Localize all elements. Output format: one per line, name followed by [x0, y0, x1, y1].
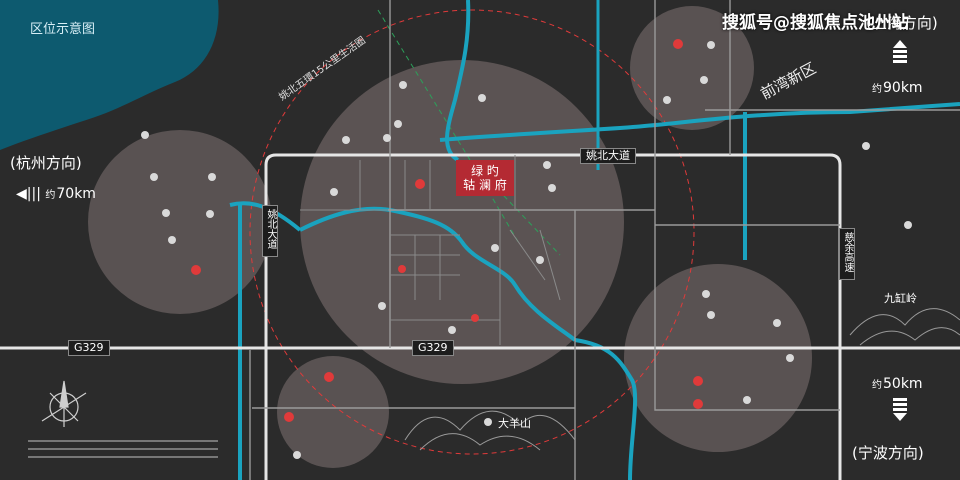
panel-title: 区位示意图 — [30, 22, 96, 37]
hangzhou-direction: (杭州方向) — [10, 154, 82, 172]
ningbo-dist-value: 50km — [883, 376, 923, 392]
shanghai-distance: 约90km — [872, 80, 923, 96]
watermark: 搜狐号@搜狐焦点池州站 — [722, 13, 909, 33]
star-pois — [191, 39, 703, 422]
road-label-g329-left: G329 — [68, 340, 110, 356]
mountain-jiuhongling — [849, 308, 960, 346]
label-dayangshan: 大羊山 — [498, 417, 531, 430]
ningbo-direction: (宁波方向) — [852, 444, 924, 462]
road-label-yaobei-horizontal: 姚北大道 — [580, 148, 636, 164]
hangzhou-dist-prefix: 约 — [45, 190, 56, 201]
shanghai-dist-value: 90km — [883, 80, 923, 96]
green-dash-2 — [469, 159, 521, 246]
circle-northeast — [630, 6, 754, 130]
ring-15km — [249, 9, 695, 455]
circle-southeast — [624, 264, 812, 452]
road-label-cixi-expressway: 慈余高速 — [839, 228, 855, 280]
river-north — [445, 0, 471, 162]
hangzhou-distance: ◀||| 约70km — [16, 186, 96, 202]
road-label-yaobei-vertical: 姚北大道 — [262, 205, 278, 257]
ningbo-dist-prefix: 约 — [872, 380, 882, 391]
project-name-line-1: 绿 旳 — [471, 164, 499, 178]
river-mid — [299, 206, 577, 342]
up-arrow-icon — [893, 40, 907, 65]
road-label-g329-center: G329 — [412, 340, 454, 356]
town-grid — [300, 155, 561, 345]
disclaimer-lines — [28, 440, 218, 458]
lake — [0, 0, 219, 150]
river-left — [229, 201, 302, 232]
mountain-dayangshan — [404, 410, 576, 451]
left-arrow-icon: ◀||| — [16, 186, 46, 202]
major-roads — [0, 153, 960, 480]
shanghai-direction: (上海方向) — [866, 14, 938, 32]
hangzhou-dist-value: 70km — [56, 186, 96, 202]
road-label-yaobei-vertical-text: 姚北大道 — [265, 209, 276, 249]
compass-icon — [41, 380, 87, 427]
shanghai-dist-prefix: 约 — [872, 84, 882, 95]
circle-southwest — [277, 356, 389, 468]
down-arrow-icon — [893, 398, 907, 423]
ningbo-distance: 约50km — [872, 376, 923, 392]
project-badge: 绿 旳 轱 澜 府 — [456, 160, 514, 196]
river-east — [439, 102, 960, 142]
road-label-cixi-text: 慈余高速 — [842, 232, 853, 272]
poi-dots — [141, 41, 912, 459]
minor-roads — [249, 0, 960, 480]
circle-west — [88, 130, 272, 314]
label-jiuhongling: 九缸岭 — [884, 292, 917, 305]
project-name-line-2: 轱 澜 府 — [463, 178, 507, 192]
